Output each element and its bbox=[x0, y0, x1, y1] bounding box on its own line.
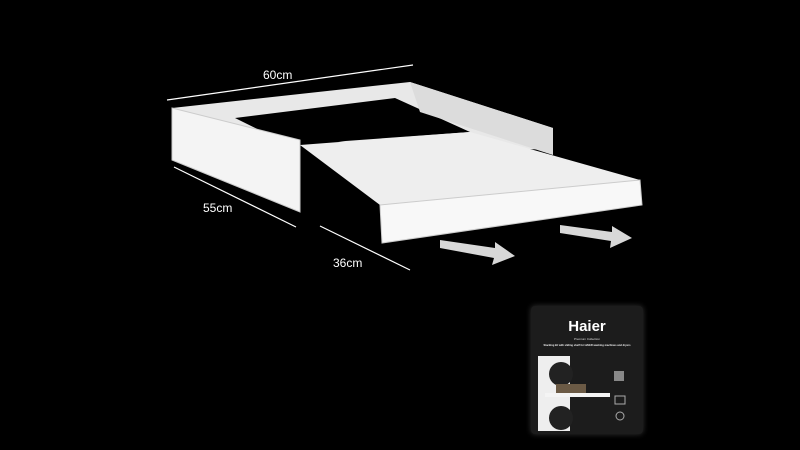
feature-icon bbox=[615, 411, 625, 421]
frame-opening bbox=[235, 98, 470, 145]
shelf-top bbox=[300, 132, 640, 205]
depth-label: 55cm bbox=[203, 201, 233, 215]
slide-label: 36cm bbox=[333, 256, 363, 270]
feature-icon bbox=[614, 371, 624, 381]
slide-dimension-line bbox=[319, 225, 411, 271]
package-photo bbox=[538, 356, 626, 431]
feature-icon bbox=[614, 395, 626, 405]
pull-arrows bbox=[440, 225, 632, 265]
width-label: 60cm bbox=[263, 68, 293, 82]
collection-text: Premium Collection bbox=[573, 337, 600, 341]
package-description: Stacking kit with sliding shelf for HAIE… bbox=[543, 344, 631, 347]
depth-dimension-line bbox=[173, 166, 297, 228]
brand-logo: Haier bbox=[568, 318, 606, 335]
frame-back-rail bbox=[410, 82, 553, 155]
width-dimension-line bbox=[166, 64, 414, 101]
arrow-icon bbox=[560, 225, 632, 248]
arrow-icon bbox=[440, 240, 515, 265]
package-box: Haier Premium Collection Stacking kit wi… bbox=[531, 306, 643, 434]
dimension-lines bbox=[166, 64, 414, 271]
frame-side-panel bbox=[171, 107, 301, 213]
shelf-front bbox=[379, 179, 643, 244]
